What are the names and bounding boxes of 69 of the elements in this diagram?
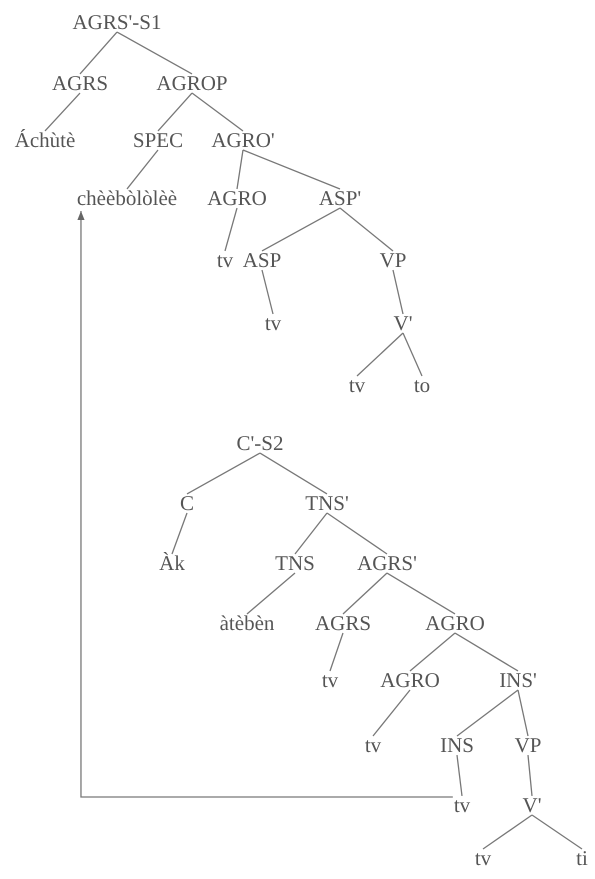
tree-branch (410, 632, 456, 672)
tree-label: tv (348, 374, 366, 396)
tree-label: tv (320, 668, 340, 692)
tree-branch (186, 452, 260, 495)
tree-label: àtèbèn (218, 612, 276, 634)
tree-branch (329, 632, 344, 672)
tree-branch (456, 690, 518, 736)
tree-label: INS (439, 734, 475, 756)
movement-arrow (77, 211, 453, 798)
tree-label: AGRS (314, 612, 372, 634)
tree-label: INS' (498, 668, 538, 692)
tree-branch (482, 814, 532, 850)
tree-branch (158, 92, 192, 132)
tree-branch (242, 149, 340, 190)
tree-branch (386, 572, 456, 615)
tree-branch (260, 452, 328, 495)
tree-label: TNS' (304, 492, 350, 514)
tree-label: tv (364, 734, 382, 756)
tree-label: tv (216, 248, 234, 272)
tree-branch (116, 31, 192, 75)
tree-label: chèèbòlòlèè (76, 186, 178, 210)
tree-label: tv (452, 794, 472, 816)
tree-branch (126, 150, 158, 190)
tree-branch (454, 632, 518, 672)
tree-label: Áchùtè (14, 128, 76, 152)
tree-label: VP (378, 248, 408, 272)
tree-branch (517, 690, 529, 736)
tree-branch (392, 270, 404, 314)
tree-branch (80, 32, 118, 74)
tree-branch (527, 754, 533, 796)
tree-label: AGRO (424, 612, 486, 634)
tree-branch (261, 270, 274, 314)
tree-label: V' (392, 312, 414, 334)
tree-label: AGRO' (210, 128, 276, 152)
tree-label: VP (514, 734, 542, 756)
tree-label: AGRS (50, 72, 110, 94)
tree-label: C'-S2 (236, 432, 284, 454)
tree-label: ti (575, 846, 589, 870)
tree-branch (402, 332, 423, 376)
tree-label: AGROP (155, 72, 229, 94)
tree-branch (326, 512, 388, 555)
tree-label: AGRS'-S1 (72, 10, 162, 34)
tree-label: ASP' (318, 186, 362, 210)
tree-label: V' (522, 794, 542, 816)
tree-label: SPEC (132, 128, 184, 152)
tree-branch (171, 512, 188, 554)
tree-label: AGRS' (356, 552, 418, 574)
tree-branch (356, 332, 404, 376)
tree-branch (224, 208, 238, 252)
tree-branch (192, 92, 244, 132)
tree-label: ASP (242, 248, 282, 272)
tree-label: Àk (158, 552, 186, 574)
tree-label: AGRO (379, 668, 441, 692)
tree-branch (246, 572, 296, 614)
tree-branch (294, 512, 328, 554)
tree-branch (372, 690, 410, 736)
tree-branch (44, 92, 80, 132)
tree-label: TNS (274, 552, 316, 574)
tree-label: to (412, 374, 432, 396)
tree-label: tv (474, 846, 492, 870)
tree-branch (456, 754, 463, 796)
tree-branch (532, 814, 582, 850)
tree-branch (236, 150, 244, 190)
tree-label: tv (264, 312, 282, 334)
tree-label: C (179, 492, 195, 514)
tree-branch (342, 572, 388, 614)
tree-branch (340, 208, 394, 252)
tree-branch (262, 207, 340, 252)
tree-label: AGRO (206, 186, 268, 210)
